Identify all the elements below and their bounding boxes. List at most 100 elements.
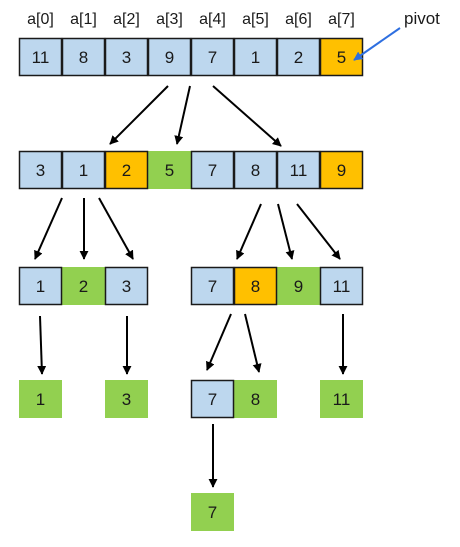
cell-value: 11 bbox=[32, 48, 50, 67]
plain-cell bbox=[234, 151, 277, 189]
arrow bbox=[174, 85, 191, 145]
array-row: 1 2 3 7 8 9 11 bbox=[18, 266, 364, 306]
pivot-label: pivot bbox=[404, 9, 440, 28]
cell-value: 7 bbox=[208, 277, 217, 296]
plain-cell bbox=[105, 267, 148, 305]
cell-border bbox=[61, 150, 106, 190]
placed-cell bbox=[148, 151, 191, 189]
cell-value: 7 bbox=[208, 48, 217, 67]
cell-value: 1 bbox=[36, 277, 45, 296]
index-label: a[4] bbox=[199, 11, 226, 28]
arrow bbox=[37, 315, 47, 375]
arrow bbox=[236, 203, 262, 260]
cell-value: 2 bbox=[79, 277, 88, 296]
cell-border bbox=[319, 150, 364, 190]
cell-value: 8 bbox=[251, 390, 260, 409]
array-row: 11 8 3 9 7 1 2 5 bbox=[18, 37, 364, 77]
plain-cell bbox=[191, 38, 234, 76]
cell-value: 1 bbox=[251, 48, 260, 67]
cell-value: 9 bbox=[165, 48, 174, 67]
index-label: a[5] bbox=[242, 11, 269, 28]
index-label: a[2] bbox=[113, 11, 140, 28]
index-label: a[1] bbox=[70, 11, 97, 28]
arrow bbox=[244, 313, 262, 373]
cell-border bbox=[233, 150, 278, 190]
cell-border bbox=[233, 37, 278, 77]
cell-value: 2 bbox=[122, 161, 131, 180]
plain-cell bbox=[19, 151, 62, 189]
cell-value: 8 bbox=[251, 161, 260, 180]
cell-border bbox=[233, 266, 278, 306]
pivot-cell bbox=[105, 151, 148, 189]
plain-cell bbox=[19, 38, 62, 76]
array-row: 1 3 7 8 11 bbox=[19, 379, 363, 419]
arrow bbox=[109, 85, 169, 145]
index-labels: a[0] a[1] a[2] a[3] a[4] a[5] a[6] a[7] bbox=[27, 11, 355, 28]
plain-cell bbox=[148, 38, 191, 76]
cell-border bbox=[319, 266, 364, 306]
cell-value: 1 bbox=[79, 161, 88, 180]
index-label: a[7] bbox=[328, 11, 355, 28]
plain-cell bbox=[234, 38, 277, 76]
plain-cell bbox=[277, 38, 320, 76]
pivot-cell bbox=[320, 151, 363, 189]
index-label: a[0] bbox=[27, 11, 54, 28]
cell-value: 11 bbox=[290, 161, 308, 180]
arrow bbox=[212, 85, 282, 147]
cell-border bbox=[190, 379, 235, 419]
plain-cell bbox=[191, 267, 234, 305]
cell-border bbox=[104, 150, 149, 190]
arrow bbox=[296, 203, 341, 260]
cell-border bbox=[18, 266, 63, 306]
arrow bbox=[277, 203, 295, 260]
plain-cell bbox=[19, 267, 62, 305]
cell-border bbox=[190, 266, 235, 306]
placed-cell bbox=[191, 493, 234, 531]
index-label: a[6] bbox=[285, 11, 312, 28]
array-row: 3 1 2 5 7 8 11 9 bbox=[18, 150, 364, 190]
cell-value: 1 bbox=[36, 390, 45, 409]
cell-value: 8 bbox=[79, 48, 88, 67]
placed-cell bbox=[234, 380, 277, 418]
cell-value: 3 bbox=[122, 48, 131, 67]
cell-border bbox=[104, 266, 149, 306]
arrow bbox=[206, 313, 232, 371]
placed-cell bbox=[62, 267, 105, 305]
cell-border bbox=[18, 37, 63, 77]
cell-value: 7 bbox=[208, 503, 217, 522]
cell-value: 5 bbox=[337, 48, 346, 67]
plain-cell bbox=[62, 151, 105, 189]
plain-cell bbox=[191, 380, 234, 418]
cell-value: 2 bbox=[294, 48, 303, 67]
placed-cell bbox=[19, 380, 62, 418]
cell-border bbox=[276, 150, 321, 190]
cell-value: 7 bbox=[208, 161, 217, 180]
cell-value: 11 bbox=[333, 277, 351, 296]
cell-value: 9 bbox=[337, 161, 346, 180]
cell-value: 8 bbox=[251, 277, 260, 296]
placed-cell bbox=[277, 267, 320, 305]
cell-border bbox=[190, 37, 235, 77]
cell-border bbox=[147, 37, 192, 77]
plain-cell bbox=[320, 267, 363, 305]
arrows bbox=[34, 27, 401, 488]
cell-value: 9 bbox=[294, 277, 303, 296]
cell-value: 3 bbox=[122, 277, 131, 296]
plain-cell bbox=[105, 38, 148, 76]
cell-value: 11 bbox=[333, 390, 351, 409]
index-label: a[3] bbox=[156, 11, 183, 28]
cell-value: 3 bbox=[122, 390, 131, 409]
cell-value: 5 bbox=[165, 161, 174, 180]
plain-cell bbox=[191, 151, 234, 189]
cell-value: 7 bbox=[208, 390, 217, 409]
cell-border bbox=[104, 37, 149, 77]
cell-value: 3 bbox=[36, 161, 45, 180]
cell-border bbox=[276, 37, 321, 77]
cell-border bbox=[190, 150, 235, 190]
plain-cell bbox=[62, 38, 105, 76]
arrow bbox=[98, 197, 134, 260]
plain-cell bbox=[277, 151, 320, 189]
pivot-pointer-arrow bbox=[353, 27, 401, 61]
placed-cell bbox=[105, 380, 148, 418]
